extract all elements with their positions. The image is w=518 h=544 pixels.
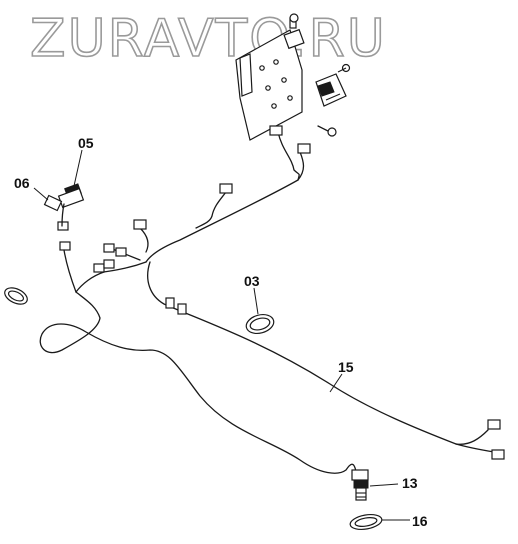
sensor-13 xyxy=(351,469,369,501)
harness-connector xyxy=(93,125,505,460)
callout-03: 03 xyxy=(244,273,260,289)
wiring-harness xyxy=(39,131,495,474)
callout-13: 13 xyxy=(402,475,418,491)
callout-05: 05 xyxy=(78,135,94,151)
watermark: ZURAVTO.RU xyxy=(30,9,387,69)
callout-16: 16 xyxy=(412,513,428,529)
callout-06: 06 xyxy=(14,175,30,191)
connector-06 xyxy=(43,194,63,212)
clamp-16 xyxy=(349,513,383,531)
relay-module xyxy=(315,63,351,107)
connector-05 xyxy=(57,183,85,209)
small-connector xyxy=(57,221,71,251)
small-relay xyxy=(283,13,305,50)
relay-bracket xyxy=(235,29,303,141)
clamp-03 xyxy=(245,313,275,335)
mounting-bolt xyxy=(317,125,337,137)
leader-lines xyxy=(33,149,410,521)
callout-15: 15 xyxy=(338,359,354,375)
clamp-left xyxy=(4,287,28,305)
